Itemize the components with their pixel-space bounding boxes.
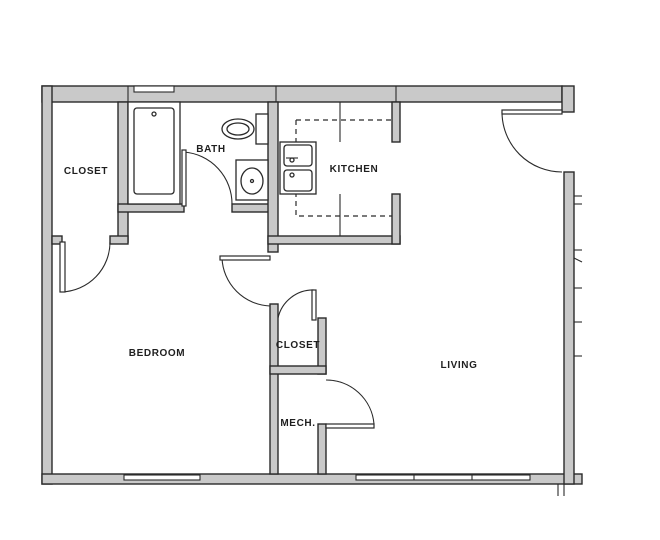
- mech-door-swing: [325, 379, 375, 425]
- left-wall: [41, 85, 53, 485]
- top-wall: [41, 85, 563, 103]
- bath-sink: [235, 159, 269, 201]
- bedroom-door-swing: [221, 257, 271, 307]
- room-label-bath: BATH: [196, 144, 225, 155]
- bathtub: [127, 101, 181, 205]
- bath-door[interactable]: [181, 149, 187, 207]
- entry-door[interactable]: [501, 109, 563, 115]
- room-label-closet-2: CLOSET: [276, 340, 320, 351]
- room-label-mech: MECH.: [280, 418, 315, 429]
- closet-door-swing: [61, 241, 111, 293]
- entry-door-swing: [501, 111, 563, 173]
- top-right-wall-step: [561, 85, 575, 113]
- room-label-closet: CLOSET: [64, 166, 108, 177]
- mech-door[interactable]: [325, 423, 375, 429]
- bath-door-swing: [183, 151, 233, 205]
- bedroom-door[interactable]: [219, 255, 271, 261]
- top-window-left: [133, 85, 175, 93]
- room-label-kitchen: KITCHEN: [330, 164, 379, 175]
- bottom-windows: [123, 474, 531, 481]
- kitchen-sink: [279, 141, 317, 195]
- interior-walls: [51, 101, 401, 475]
- closet2-door[interactable]: [311, 289, 317, 321]
- room-label-living: LIVING: [441, 360, 478, 371]
- closet2-door-swing: [277, 289, 315, 319]
- right-wall: [563, 171, 575, 485]
- room-label-bedroom: BEDROOM: [129, 348, 185, 359]
- closet-door[interactable]: [59, 241, 66, 293]
- exterior-deck: [557, 195, 583, 496]
- bottom-wall: [41, 473, 583, 485]
- toilet: [221, 113, 269, 145]
